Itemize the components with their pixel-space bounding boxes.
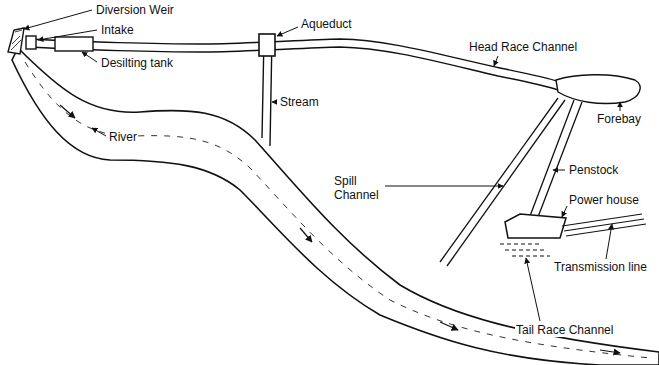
diversion-weir	[8, 28, 24, 54]
part-label: Spill Channel	[333, 174, 385, 202]
part-label: Forebay	[596, 112, 642, 126]
part-label: Penstock	[568, 163, 619, 177]
weir-hatch	[11, 30, 22, 50]
intake	[26, 36, 36, 49]
spill-channel	[440, 98, 565, 266]
part-label: Tail Race Channel	[515, 323, 614, 337]
flow-arrow	[600, 350, 620, 353]
transmission-line	[562, 214, 646, 236]
part-label: Diversion Weir	[95, 3, 175, 17]
part-label: River	[108, 130, 138, 144]
flow-arrow	[440, 322, 458, 330]
part-label: Stream	[279, 95, 320, 109]
desilting-tank	[55, 37, 93, 51]
part-label: Power house	[568, 193, 640, 207]
river-band	[12, 48, 659, 365]
part-label: Head Race Channel	[468, 40, 578, 54]
power-house	[505, 214, 566, 238]
forebay	[556, 75, 640, 104]
river-flow-marks	[25, 62, 650, 358]
flow-arrow	[60, 105, 75, 118]
aqueduct	[259, 34, 275, 56]
part-label: Transmission line	[553, 260, 648, 274]
part-label: Aqueduct	[300, 17, 353, 31]
tail-race-water	[500, 244, 550, 256]
part-label: Desilting tank	[100, 56, 174, 70]
flow-arrow	[300, 228, 312, 242]
leader-lines	[24, 10, 620, 321]
part-label: Intake	[100, 23, 135, 37]
